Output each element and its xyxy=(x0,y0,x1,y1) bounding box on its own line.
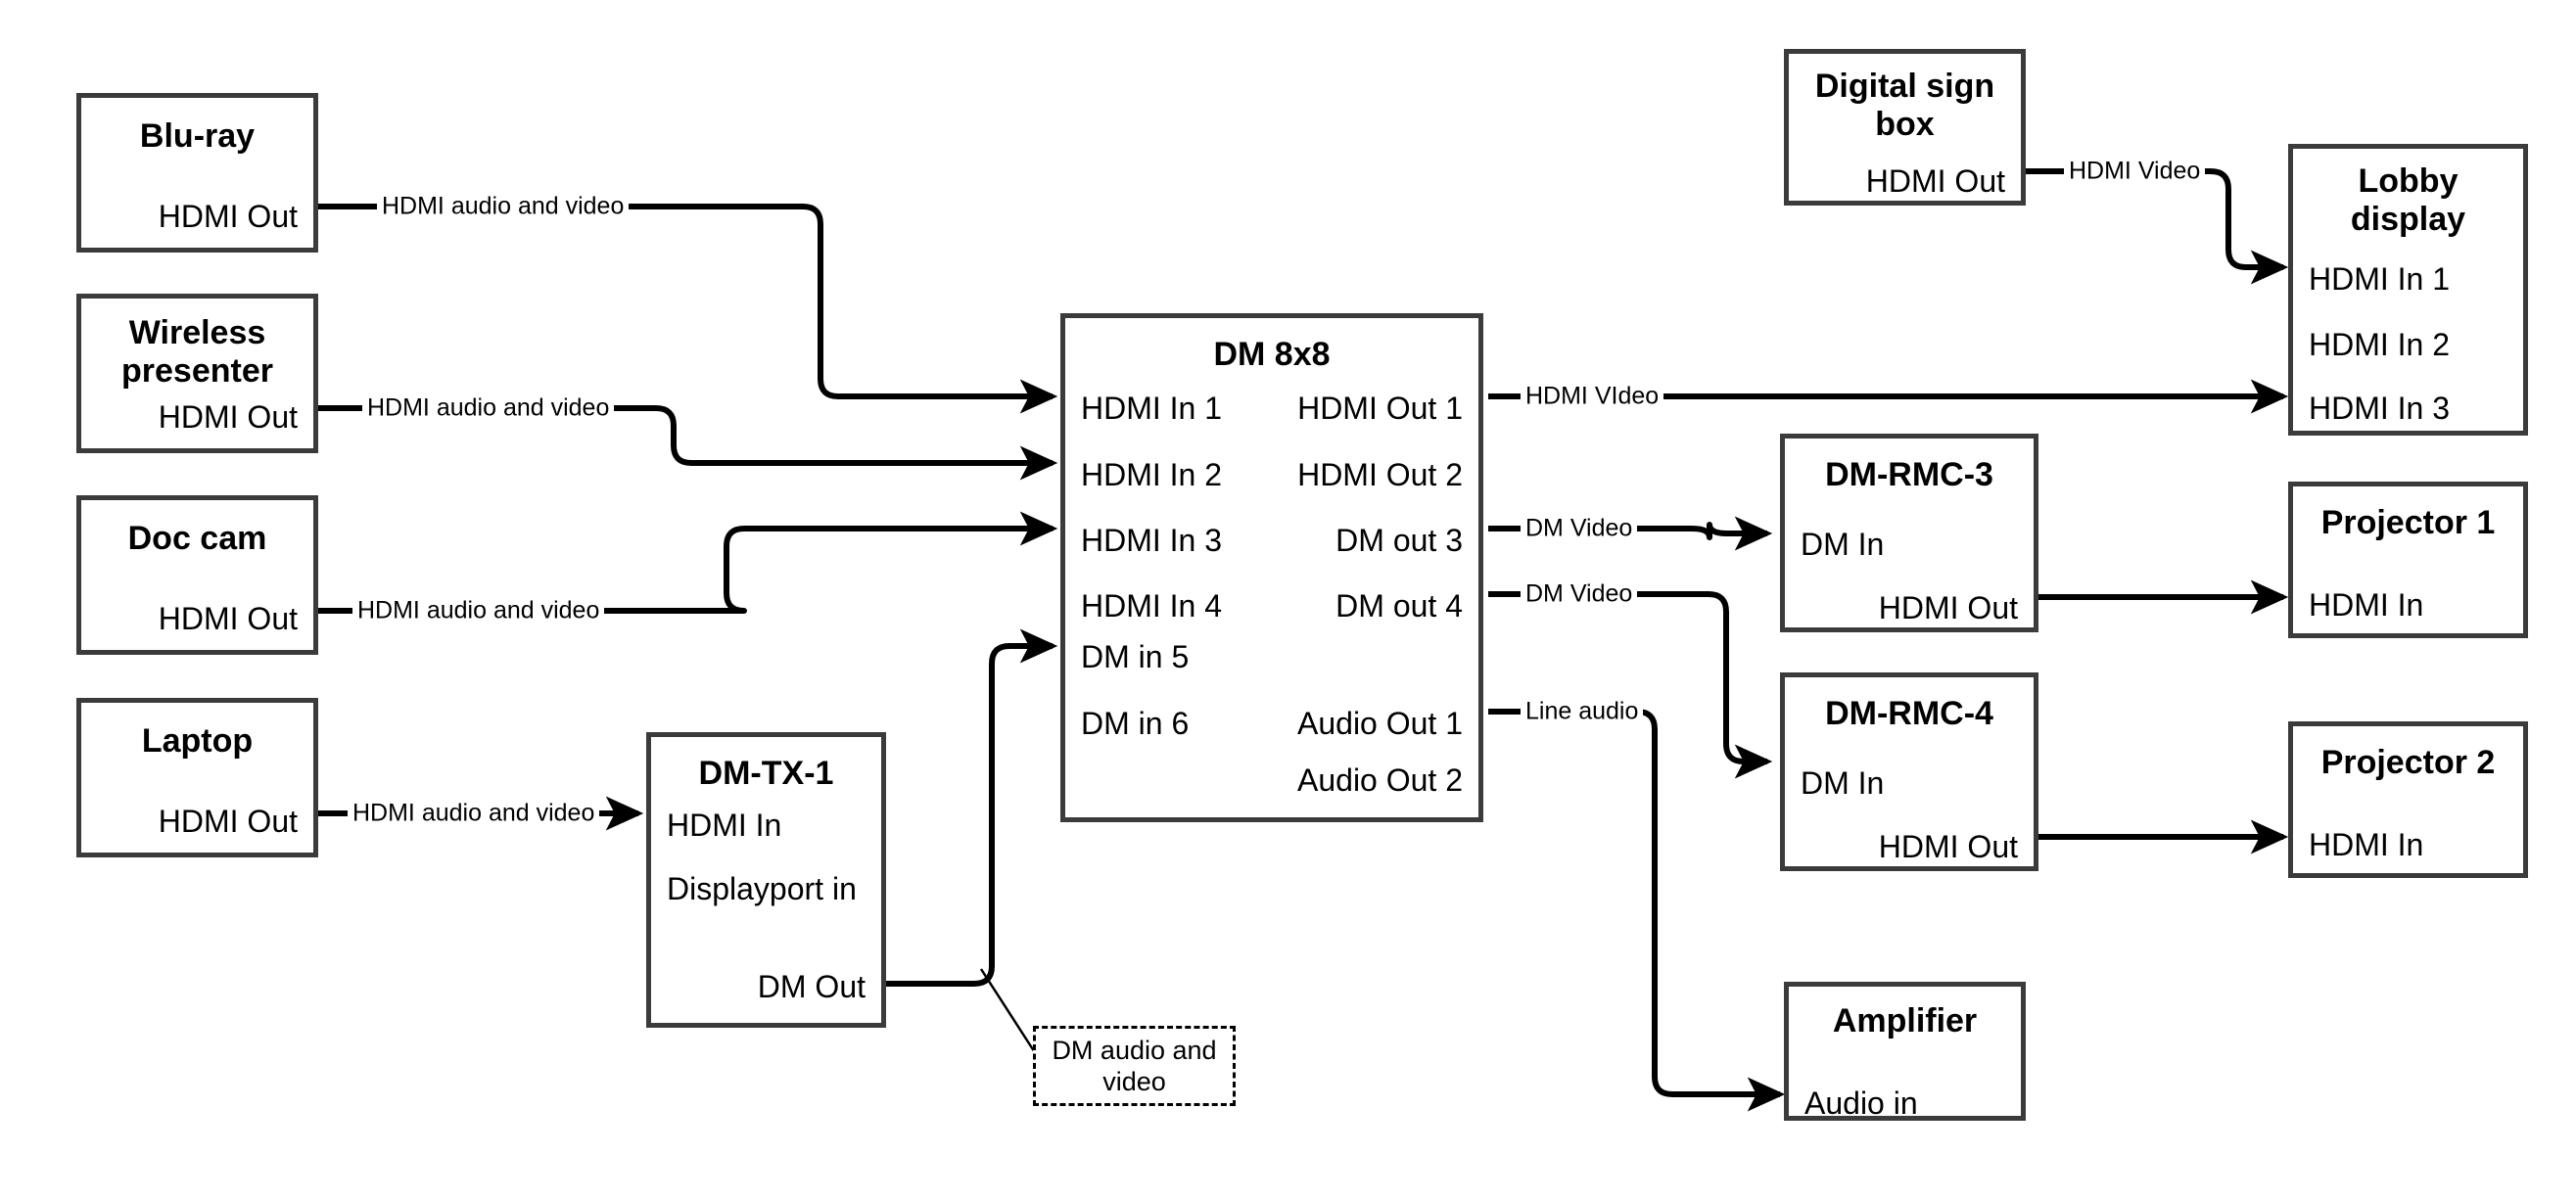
node-dm-8x8-output-hdmi-out-2[interactable]: HDMI Out 2 xyxy=(1297,457,1463,492)
node-projector-1-title: Projector 1 xyxy=(2320,504,2496,541)
wire-dmtx1-to-dm-in-5 xyxy=(886,628,1058,987)
node-dm-8x8-input-hdmi-in-1[interactable]: HDMI In 1 xyxy=(1081,391,1223,426)
node-dm-rmc-4[interactable]: DM-RMC-4 DM In HDMI Out xyxy=(1780,672,2038,871)
node-doc-cam-port-hdmi-out[interactable]: HDMI Out xyxy=(158,601,298,636)
node-lobby-display-input-hdmi-in-1[interactable]: HDMI In 1 xyxy=(2309,261,2451,297)
node-dm-tx-1-port-dm-out[interactable]: DM Out xyxy=(757,969,866,1004)
node-digital-sign-box[interactable]: Digital sign box HDMI Out xyxy=(1784,49,2026,206)
edge-label-doccam-to-hdmi-in-3: HDMI audio and video xyxy=(352,598,605,624)
edge-label-dm-out-4-to-dmrmc4: DM Video xyxy=(1521,581,1638,607)
edge-label-wireless-to-hdmi-in-2: HDMI audio and video xyxy=(362,395,615,421)
node-dm-rmc-4-port-hdmi-out[interactable]: HDMI Out xyxy=(1878,829,2018,864)
node-dm-8x8-output-hdmi-out-1[interactable]: HDMI Out 1 xyxy=(1297,391,1463,426)
node-lobby-display-title-line1: Lobby xyxy=(2358,162,2459,200)
node-lobby-display[interactable]: Lobby display HDMI In 1 HDMI In 2 HDMI I… xyxy=(2288,144,2528,436)
node-dm-8x8-input-dm-in-6[interactable]: DM in 6 xyxy=(1081,706,1190,741)
node-dm-8x8[interactable]: DM 8x8 HDMI In 1 HDMI In 2 HDMI In 3 HDM… xyxy=(1060,313,1483,822)
node-dm-8x8-output-dm-out-3[interactable]: DM out 3 xyxy=(1335,523,1463,558)
node-lobby-display-input-hdmi-in-2[interactable]: HDMI In 2 xyxy=(2309,327,2451,362)
wire-audio-out-1-to-amplifier xyxy=(1488,709,1786,1112)
node-wireless-presenter-port-hdmi-out[interactable]: HDMI Out xyxy=(158,399,298,435)
edge-label-laptop-to-dmtx1: HDMI audio and video xyxy=(348,801,600,826)
node-amplifier[interactable]: Amplifier Audio in xyxy=(1784,982,2026,1121)
node-dm-rmc-3-port-dm-in[interactable]: DM In xyxy=(1801,527,1885,562)
node-lobby-display-input-hdmi-in-3[interactable]: HDMI In 3 xyxy=(2309,391,2451,426)
edge-label-audio-out-1-to-amplifier: Line audio xyxy=(1521,699,1644,724)
node-digital-sign-box-title-line2: box xyxy=(1875,105,1935,143)
node-wireless-presenter[interactable]: Wireless presenter HDMI Out xyxy=(76,294,318,453)
node-projector-2-port-hdmi-in[interactable]: HDMI In xyxy=(2309,827,2424,862)
node-laptop-port-hdmi-out[interactable]: HDMI Out xyxy=(158,804,298,839)
node-wireless-presenter-title-line2: presenter xyxy=(121,351,273,390)
node-projector-1[interactable]: Projector 1 HDMI In xyxy=(2288,482,2528,638)
wire-dm-out-4-to-dmrmc4 xyxy=(1488,591,1773,779)
node-dm-rmc-4-port-dm-in[interactable]: DM In xyxy=(1801,765,1885,801)
edge-label-hdmi-out-1-to-lobby: HDMI VIdeo xyxy=(1521,384,1664,409)
node-dm-8x8-output-audio-out-1[interactable]: Audio Out 1 xyxy=(1297,706,1463,741)
node-projector-1-port-hdmi-in[interactable]: HDMI In xyxy=(2309,587,2424,623)
node-doc-cam[interactable]: Doc cam HDMI Out xyxy=(76,495,318,655)
node-dm-8x8-input-hdmi-in-4[interactable]: HDMI In 4 xyxy=(1081,588,1223,624)
node-dm-8x8-title: DM 8x8 xyxy=(1213,336,1331,373)
edge-label-bluray-to-hdmi-in-1: HDMI audio and video xyxy=(377,194,630,219)
edge-label-dm-out-3-to-dmrmc3: DM Video xyxy=(1521,516,1638,541)
wire-digitalsign-to-lobby-hdmi-in-1 xyxy=(2026,168,2289,285)
node-doc-cam-title: Doc cam xyxy=(127,520,267,557)
wire-bluray-to-hdmi-in-1 xyxy=(318,204,1058,414)
node-laptop[interactable]: Laptop HDMI Out xyxy=(76,698,318,857)
node-dm-tx-1[interactable]: DM-TX-1 HDMI In Displayport in DM Out xyxy=(646,732,886,1028)
node-digital-sign-box-port-hdmi-out[interactable]: HDMI Out xyxy=(1865,163,2005,199)
node-digital-sign-box-title-line1: Digital sign xyxy=(1814,68,1995,105)
node-bluray-port-hdmi-out[interactable]: HDMI Out xyxy=(158,199,298,234)
node-amplifier-title: Amplifier xyxy=(1832,1002,1978,1039)
node-dm-rmc-3-port-hdmi-out[interactable]: HDMI Out xyxy=(1878,590,2018,625)
edge-label-digitalsign-to-lobby: HDMI Video xyxy=(2064,159,2206,184)
node-dm-8x8-output-audio-out-2[interactable]: Audio Out 2 xyxy=(1297,762,1463,798)
node-bluray[interactable]: Blu-ray HDMI Out xyxy=(76,93,318,253)
node-dm-rmc-3[interactable]: DM-RMC-3 DM In HDMI Out xyxy=(1780,434,2038,632)
node-dm-rmc-3-title: DM-RMC-3 xyxy=(1825,456,1993,493)
node-projector-2-title: Projector 2 xyxy=(2320,744,2496,781)
node-wireless-presenter-title-line1: Wireless xyxy=(128,314,266,351)
node-dm-8x8-input-hdmi-in-3[interactable]: HDMI In 3 xyxy=(1081,523,1223,558)
node-projector-2[interactable]: Projector 2 HDMI In xyxy=(2288,721,2528,878)
node-dm-8x8-output-dm-out-4[interactable]: DM out 4 xyxy=(1335,588,1463,624)
node-dm-tx-1-port-hdmi-in[interactable]: HDMI In xyxy=(667,808,782,843)
node-amplifier-port-audio-in[interactable]: Audio in xyxy=(1804,1086,1918,1121)
node-dm-8x8-input-dm-in-5[interactable]: DM in 5 xyxy=(1081,639,1190,674)
node-dm-8x8-input-hdmi-in-2[interactable]: HDMI In 2 xyxy=(1081,457,1223,492)
node-dm-tx-1-title: DM-TX-1 xyxy=(698,755,834,792)
node-laptop-title: Laptop xyxy=(141,722,254,760)
callout-leader-line xyxy=(979,968,1040,1058)
node-dm-tx-1-port-displayport-in[interactable]: Displayport in xyxy=(667,871,857,906)
node-dm-rmc-4-title: DM-RMC-4 xyxy=(1825,695,1993,732)
node-lobby-display-title-line2: display xyxy=(2350,200,2466,238)
node-bluray-title: Blu-ray xyxy=(139,117,256,155)
